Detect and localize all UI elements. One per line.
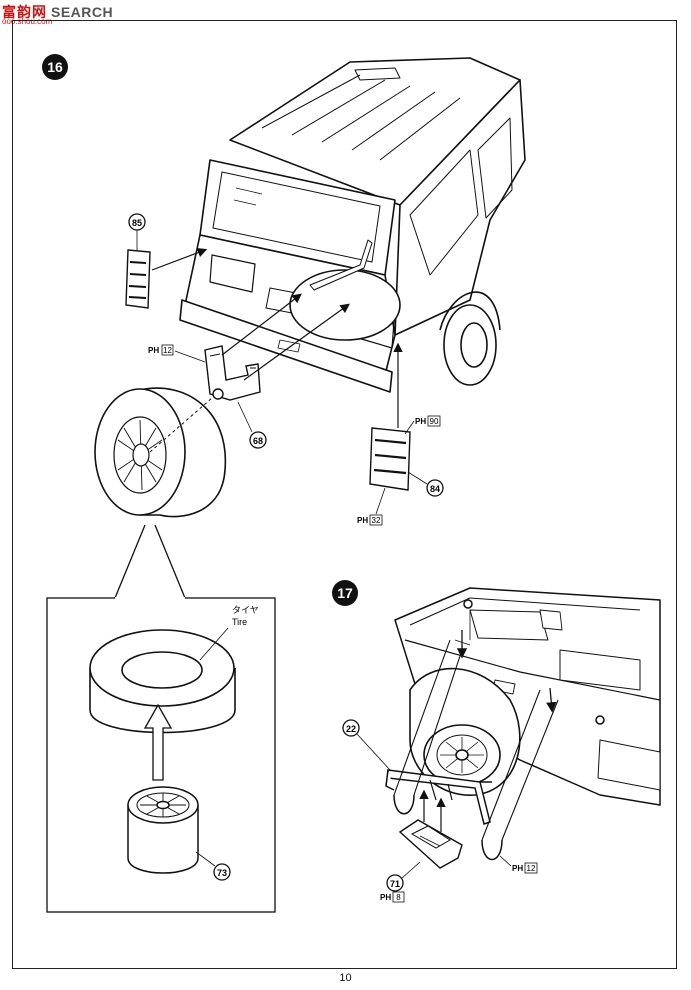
label-part-84: 84 [407, 471, 444, 497]
assembly-arrow-up [143, 703, 173, 781]
label-part-85: 85 [128, 213, 146, 250]
callout-ph12-a: PH 12 [148, 344, 206, 363]
step-16-number: 16 [47, 59, 63, 75]
vehicle-underside-17 [394, 587, 661, 806]
carrier-straps [393, 639, 559, 841]
tire-detail-label-leader [199, 627, 229, 661]
svg-text:PH: PH [380, 893, 391, 902]
step-16-badge: 16 [42, 54, 68, 80]
part-68-bracket [204, 345, 261, 401]
label-part-22: 22 [342, 719, 391, 771]
svg-text:8: 8 [396, 893, 401, 902]
step-17-number: 17 [337, 585, 353, 601]
svg-text:84: 84 [430, 484, 440, 494]
callout-ph12-b: PH 12 [499, 855, 538, 874]
part-85-lamp-cover [125, 249, 151, 309]
tire-label-ja: タイヤ [232, 605, 259, 615]
part-71-plate [398, 819, 463, 869]
svg-text:73: 73 [217, 868, 227, 878]
watermark-url: ooo.shou.com [2, 17, 53, 26]
page-frame [12, 20, 677, 969]
svg-text:PH: PH [148, 346, 159, 355]
tire-label-en: Tire [232, 617, 247, 627]
label-part-68: 68 [237, 401, 267, 449]
spare-tire-16 [94, 387, 227, 518]
watermark-brand: SEARCH [51, 4, 114, 20]
arrow-68-b [243, 303, 350, 381]
svg-text:PH: PH [357, 516, 368, 525]
step-17-badge: 17 [332, 580, 358, 606]
spare-tire-17 [409, 667, 521, 796]
arrow-68-a [221, 293, 302, 356]
svg-text:12: 12 [163, 346, 172, 355]
svg-text:22: 22 [346, 724, 356, 734]
label-part-71: 71 [386, 861, 421, 892]
svg-text:85: 85 [132, 218, 142, 228]
callout-ph90: PH 90 [404, 415, 441, 435]
callout-ph8: PH 8 [380, 891, 405, 903]
svg-text:90: 90 [430, 417, 439, 426]
tire-detail [89, 629, 236, 734]
part-22-carrier-bar [385, 769, 503, 861]
svg-text:68: 68 [253, 436, 263, 446]
svg-text:PH: PH [512, 864, 523, 873]
arrow-17-b [546, 687, 557, 713]
svg-text:32: 32 [372, 516, 381, 525]
suv-rear-body [179, 57, 526, 393]
tire-mount-guide [149, 397, 213, 453]
svg-text:12: 12 [527, 864, 536, 873]
watermark-logo: 富韵网 [2, 4, 47, 20]
page-number: 10 [339, 972, 352, 984]
arrow-85 [151, 248, 208, 271]
label-part-73: 73 [195, 851, 231, 881]
svg-text:71: 71 [390, 879, 400, 889]
svg-text:PH: PH [415, 417, 426, 426]
part-84-tail-lamp [369, 427, 411, 491]
callout-ph32: PH 32 [357, 487, 386, 526]
part-73-wheel [127, 786, 199, 874]
